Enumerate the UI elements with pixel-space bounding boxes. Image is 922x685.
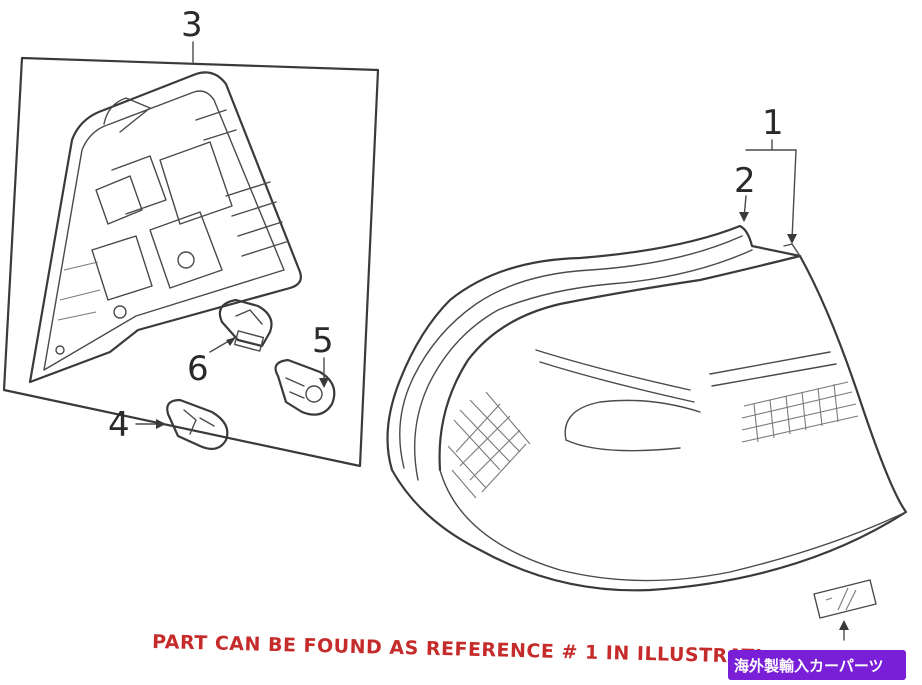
shop-badge-text: 海外製輸入カーパーツ [734,657,884,675]
shop-badge: 海外製輸入カーパーツ [728,650,906,680]
reflector-grid [447,381,859,499]
callout-5: 5 [312,321,334,361]
label-plate-7 [813,579,877,641]
bulb-5 [274,358,336,416]
callout-2: 2 [734,161,756,201]
bulb-4 [166,398,229,451]
callout-3: 3 [181,5,203,45]
reference-caption: PART CAN BE FOUND AS REFERENCE # 1 IN IL… [152,631,763,668]
tail-lamp-assembly: 1 2 [386,103,908,592]
bulb-holder-housing [28,71,302,384]
callout-1: 1 [762,103,784,143]
bulb-6 [218,298,273,352]
callout-6: 6 [187,349,209,389]
callout-4: 4 [108,405,130,445]
housing-inset: 3 6 [2,5,380,468]
